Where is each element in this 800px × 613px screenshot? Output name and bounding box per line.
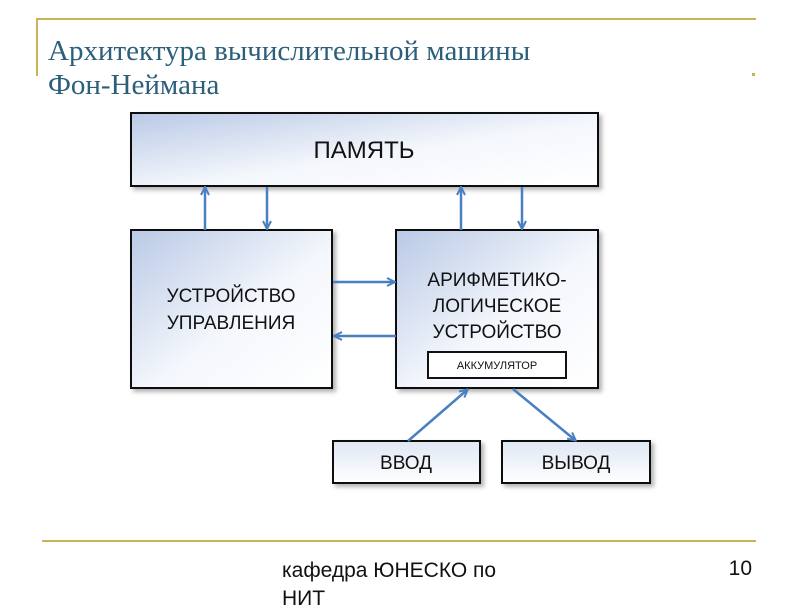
memory-box: ПАМЯТЬ (130, 112, 599, 187)
corner-dot (752, 73, 755, 76)
title-line-1: Архитектура вычислительной машины (48, 35, 531, 67)
alu-label-2: ЛОГИЧЕСКОЕ (433, 296, 562, 317)
memory-label: ПАМЯТЬ (314, 137, 415, 164)
alu-label-3: УСТРОЙСТВО (433, 321, 562, 343)
top-rule (36, 18, 756, 20)
footer-department: кафедра ЮНЕСКО по НИТ (282, 559, 497, 610)
von-neumann-diagram: ПАМЯТЬ УСТРОЙСТВО УПРАВЛЕНИЯ АРИФМЕТИКО-… (130, 112, 651, 484)
alu-label-1: АРИФМЕТИКО- (427, 270, 566, 291)
left-rule (36, 18, 38, 76)
input-label: ВВОД (380, 453, 432, 474)
bottom-rule (42, 540, 756, 542)
slide-title: Архитектура вычислительной машины Фон-Не… (48, 34, 748, 102)
title-line-2: Фон-Неймана (48, 69, 220, 101)
alu-box: АРИФМЕТИКО- ЛОГИЧЕСКОЕ УСТРОЙСТВО АККУМУ… (395, 229, 599, 389)
page-number: 10 (728, 557, 752, 580)
control-unit-box: УСТРОЙСТВО УПРАВЛЕНИЯ (130, 229, 333, 389)
control-unit-label-2: УПРАВЛЕНИЯ (167, 313, 296, 334)
input-box: ВВОД (332, 440, 481, 484)
arrow-alu-to-output (512, 388, 575, 440)
output-label: ВЫВОД (542, 453, 611, 474)
accumulator-box (427, 351, 567, 379)
arrow-input-to-alu (407, 390, 467, 442)
output-box: ВЫВОД (501, 440, 651, 484)
control-unit-label-1: УСТРОЙСТВО (167, 285, 296, 307)
accumulator-label: АККУМУЛЯТОР (457, 360, 537, 372)
